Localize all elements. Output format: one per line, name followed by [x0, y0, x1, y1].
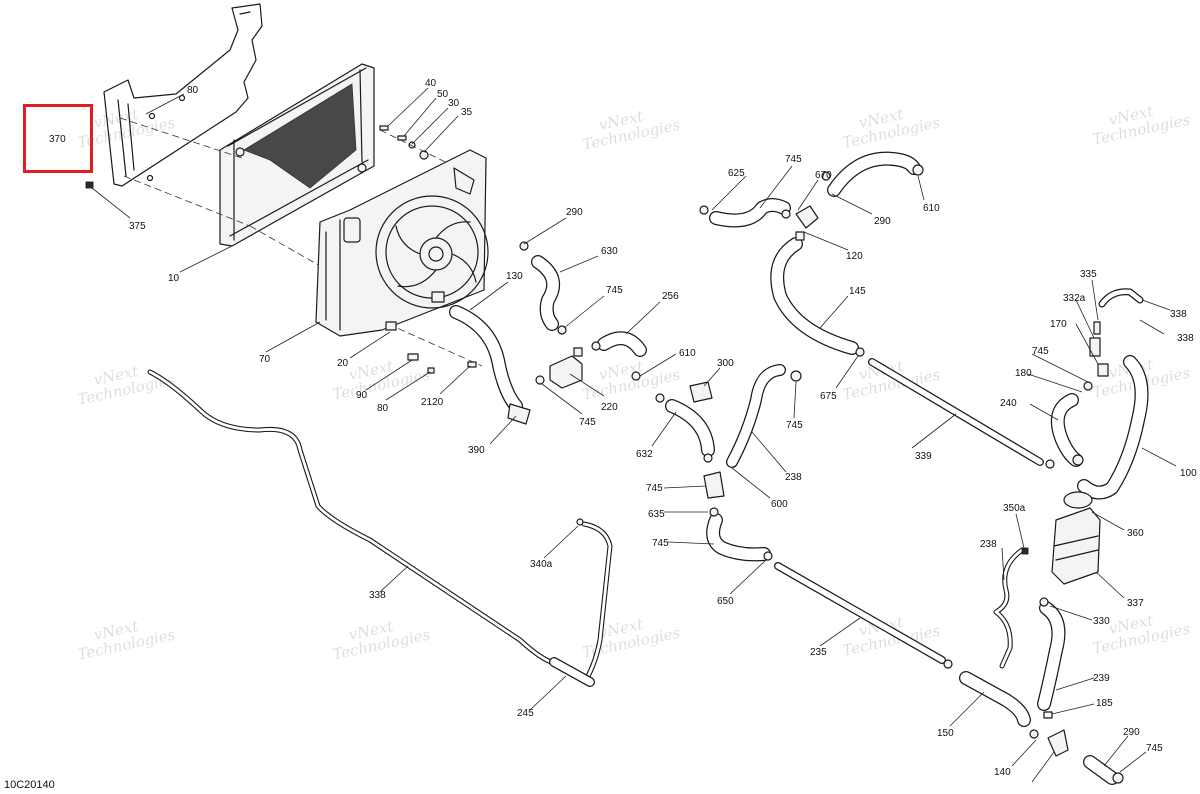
callout-338-c: 340a	[530, 559, 553, 570]
callout-375: 375	[129, 221, 146, 232]
callout-290-c: 745	[1146, 743, 1163, 754]
callout-370: 370	[49, 134, 66, 145]
watermark-10: vNext Technologies	[76, 617, 177, 664]
watermark-11: vNext Technologies	[331, 617, 432, 664]
callout-610-b: 120	[846, 251, 863, 262]
watermark-5: vNext Technologies	[76, 362, 177, 409]
callout-90: 90	[356, 390, 368, 401]
callout-2120: 2120	[421, 397, 444, 408]
callout-360: 350a	[1003, 503, 1026, 514]
radiator-bracket	[85, 3, 263, 189]
diagram-code: 10C20140	[4, 779, 55, 791]
callout-239: 185	[1096, 698, 1113, 709]
callout-610-a: 610	[679, 348, 696, 359]
callout-745-d: 670	[815, 170, 832, 181]
callout-675: 238	[785, 472, 802, 483]
callout-300: 745	[786, 420, 803, 431]
callout-238-b: 330	[1093, 616, 1110, 627]
callout-290-a: 290	[566, 207, 583, 218]
callout-745-a: 745	[606, 285, 623, 296]
callout-745-f: 635	[648, 509, 665, 520]
callout-120: 145	[849, 286, 866, 297]
callout-340a: 245	[517, 708, 534, 719]
callout-240: 100	[1180, 468, 1197, 479]
callout-745-g: 650	[717, 596, 734, 607]
callout-150: 290	[1123, 727, 1140, 738]
callout-600: 745	[646, 483, 663, 494]
callout-632: 632	[636, 449, 653, 460]
callout-338-b: 170	[1050, 319, 1067, 330]
callout-335: 332a	[1063, 293, 1086, 304]
callout-625: 745	[785, 154, 802, 165]
callout-745-c: 625	[728, 168, 745, 179]
radiator	[219, 63, 375, 247]
callout-235: 239	[1093, 673, 1110, 684]
callout-290-b: 610	[923, 203, 940, 214]
radiator-fasteners	[379, 125, 429, 160]
callout-10: 10	[168, 273, 180, 284]
callout-332a: 338	[1170, 309, 1187, 320]
callout-390: 390	[468, 445, 485, 456]
callout-185: 150	[937, 728, 954, 739]
callout-238-a: 600	[771, 499, 788, 510]
leader-lines	[91, 87, 1177, 783]
callout-745-h: 180	[1015, 368, 1032, 379]
callout-337: 338	[369, 590, 386, 601]
callout-745-e: 675	[820, 391, 837, 402]
watermark-3: vNext Technologies	[841, 105, 942, 152]
callout-256: 256	[662, 291, 679, 302]
watermark-14: vNext Technologies	[1091, 611, 1192, 658]
fittings	[507, 164, 1124, 784]
callout-130: 130	[506, 271, 523, 282]
expansion-tank	[1051, 491, 1101, 585]
hoses	[147, 151, 1149, 785]
callout-35: 35	[461, 107, 473, 118]
callout-220: 220	[601, 402, 618, 413]
shroud-fasteners	[407, 353, 477, 374]
callout-650: 339	[915, 451, 932, 462]
fan-shroud	[315, 149, 489, 337]
callout-80-bottom: 80	[377, 403, 389, 414]
watermark-7: vNext Technologies	[581, 357, 682, 404]
callout-180: 240	[1000, 398, 1017, 409]
callout-145: 300	[717, 358, 734, 369]
callout-745-b: 745	[579, 417, 596, 428]
callout-170: 745	[1032, 346, 1049, 357]
callout-670: 290	[874, 216, 891, 227]
callout-330: 337	[1127, 598, 1144, 609]
callout-20: 20	[337, 358, 349, 369]
highlight-box-370[interactable]	[23, 104, 93, 173]
callout-70: 70	[259, 354, 271, 365]
callout-338-a: 338	[1177, 333, 1194, 344]
callout-40: 40	[425, 78, 437, 89]
callout-630: 630	[601, 246, 618, 257]
callout-30: 30	[448, 98, 460, 109]
callout-350a: 238	[980, 539, 997, 550]
callout-80-top: 80	[187, 85, 199, 96]
callout-339: 335	[1080, 269, 1097, 280]
callout-745-i: 140	[994, 767, 1011, 778]
watermark-12: vNext Technologies	[581, 615, 682, 662]
callout-labels: 80 375 10 40 50 30 35 70 20 90 80 2120 1…	[129, 78, 1197, 778]
callout-100: 360	[1127, 528, 1144, 539]
screw-375	[85, 181, 94, 189]
callout-245: 235	[810, 647, 827, 658]
watermark-4: vNext Technologies	[1091, 102, 1192, 149]
callout-50: 50	[437, 89, 449, 100]
callout-635: 745	[652, 538, 669, 549]
watermark-2: vNext Technologies	[581, 107, 682, 154]
